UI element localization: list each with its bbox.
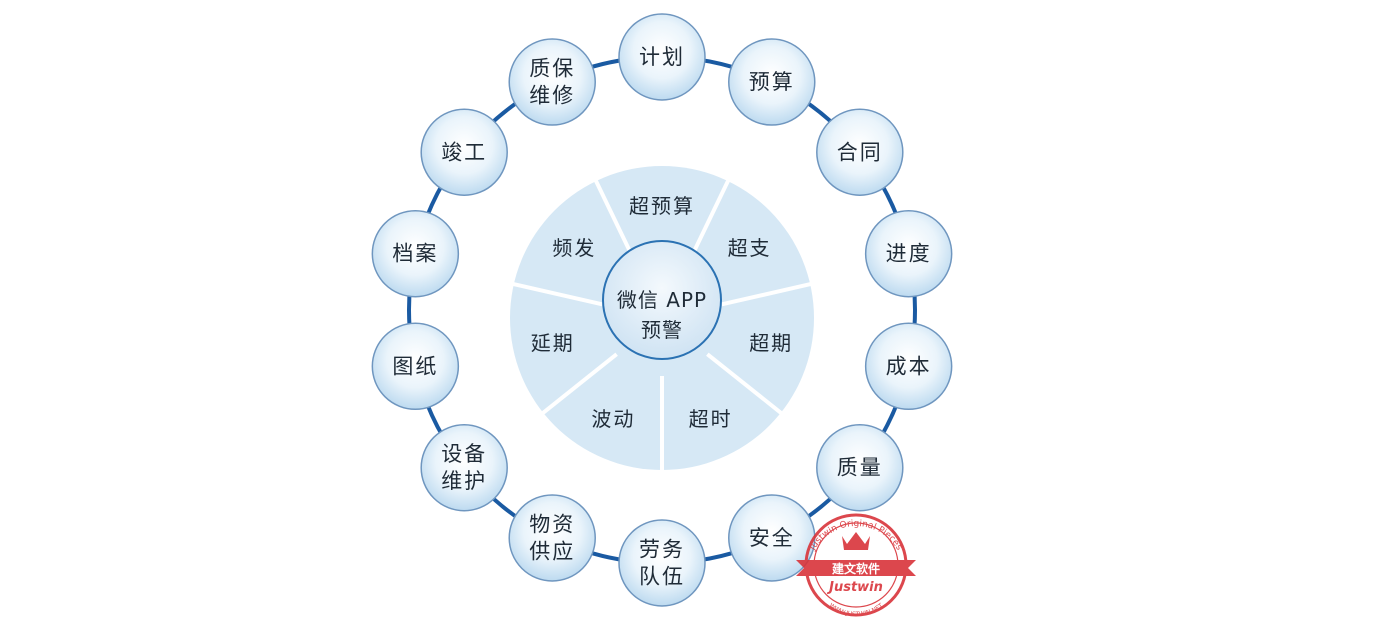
warning-segment-label: 超支 <box>728 236 772 260</box>
outer-node-circle <box>864 322 953 411</box>
outer-node-circle <box>371 322 460 411</box>
outer-node-circle <box>816 423 904 512</box>
stamp-bottom-text: WWW.JUSTWIN.NET <box>828 602 885 618</box>
warning-segment-label: 延期 <box>531 331 575 355</box>
stamp-middle-text: 建文软件 <box>831 561 880 576</box>
outer-node: 预算 <box>728 38 816 126</box>
outer-node-circle <box>420 108 508 197</box>
outer-node-label: 队伍 <box>639 565 685 589</box>
outer-node-label: 安全 <box>749 526 795 550</box>
outer-node-circle <box>618 13 706 101</box>
wheel-divider <box>718 281 813 308</box>
outer-node-label: 供应 <box>529 539 575 563</box>
warning-segment-label: 频发 <box>552 236 596 260</box>
outer-node-circle <box>864 209 953 298</box>
outer-node-label: 预算 <box>749 70 795 94</box>
outer-node: 质量 <box>816 423 904 512</box>
center-circle <box>602 240 722 360</box>
outer-node-circle <box>508 38 596 126</box>
outer-node-label: 成本 <box>886 354 932 378</box>
outer-node-label: 设备 <box>441 442 487 466</box>
outer-node-circle <box>816 108 904 197</box>
outer-node-label: 质保 <box>529 57 575 81</box>
outer-node-label: 图纸 <box>392 354 438 378</box>
warning-segment-label: 超期 <box>749 331 793 355</box>
wheel-divider <box>511 281 606 308</box>
warning-segment-label: 超时 <box>689 407 733 431</box>
stamp-banner <box>796 560 916 576</box>
outer-node: 档案 <box>371 209 460 298</box>
warning-segment-label: 超预算 <box>629 194 695 218</box>
outer-node-label: 维修 <box>529 84 575 108</box>
outer-node-label: 档案 <box>392 242 438 266</box>
outer-node-label: 劳务 <box>639 538 685 562</box>
outer-node-circle <box>618 519 706 607</box>
outer-node: 合同 <box>816 108 904 197</box>
stamp-brand: Justwin <box>826 580 883 595</box>
wheel-divider <box>706 352 784 416</box>
outer-node-circle <box>728 38 816 126</box>
outer-node-label: 竣工 <box>441 140 487 164</box>
outer-node: 成本 <box>864 322 953 411</box>
outer-node: 进度 <box>864 209 953 298</box>
outer-node-circle <box>508 494 596 582</box>
outer-node: 竣工 <box>420 108 508 197</box>
outer-node-label: 计划 <box>639 45 685 69</box>
warning-segment-label: 波动 <box>591 407 635 431</box>
outer-node: 图纸 <box>371 322 460 411</box>
center-label-line2: 预警 <box>641 318 683 342</box>
outer-node-label: 物资 <box>529 512 575 536</box>
outer-node-label: 进度 <box>886 242 932 266</box>
outer-node-circle <box>371 209 460 298</box>
crown-icon <box>842 532 870 550</box>
center-hub: 微信 APP 预警 <box>602 240 722 360</box>
outer-node-label: 质量 <box>837 456 883 480</box>
outer-node: 计划 <box>618 13 706 101</box>
center-label-line1: 微信 APP <box>617 288 707 312</box>
outer-node: 安全 <box>728 494 816 582</box>
outer-node-label: 维护 <box>441 469 487 493</box>
wheel-divider <box>540 352 618 416</box>
outer-node-circle <box>420 423 508 512</box>
outer-node-label: 合同 <box>837 140 883 164</box>
